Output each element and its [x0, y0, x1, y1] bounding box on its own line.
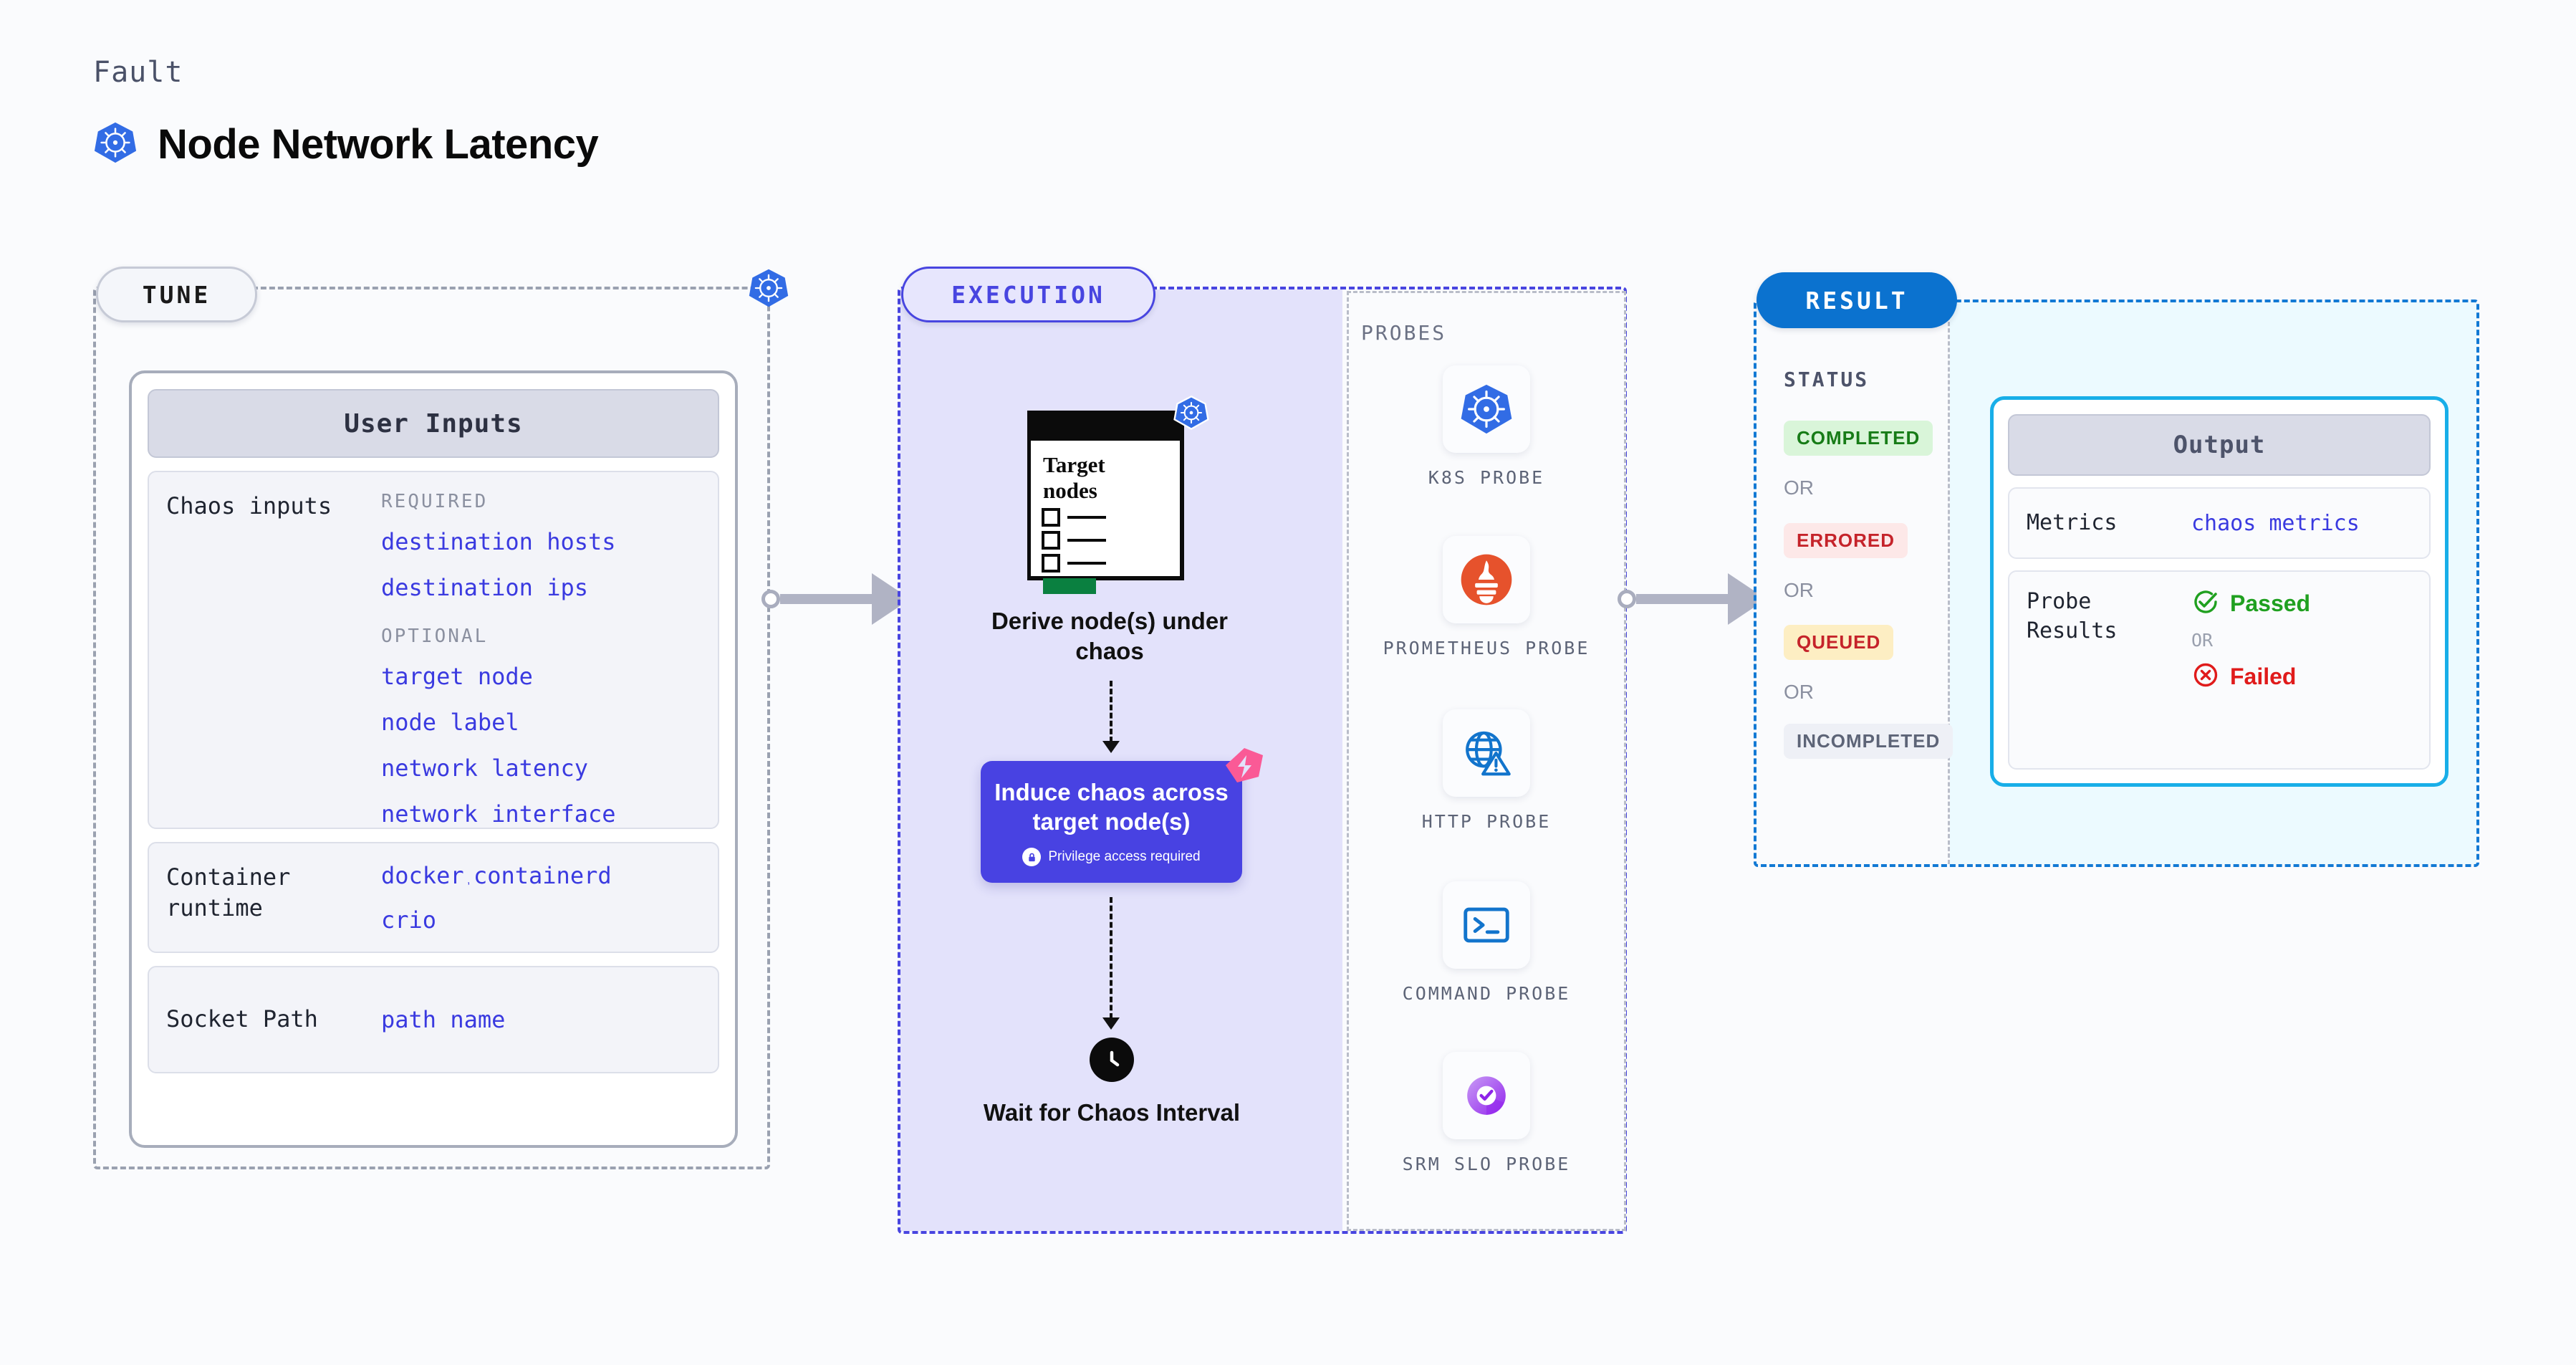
probe-result-failed: Failed [2191, 661, 2310, 693]
result-status-column [1756, 302, 1950, 864]
status-badge-queued: QUEUED [1784, 625, 1894, 660]
input-network-latency[interactable]: network latency [381, 755, 588, 782]
kubernetes-icon [1173, 395, 1209, 434]
clock-icon [1090, 1038, 1134, 1082]
lock-icon [1022, 848, 1042, 867]
probe-result-or: OR [2191, 630, 2214, 651]
prometheus-icon [1443, 536, 1530, 623]
input-node-label[interactable]: node label [381, 709, 519, 736]
privilege-text: Privilege access required [1048, 849, 1201, 865]
status-title: STATUS [1784, 368, 1870, 391]
x-circle-icon [2191, 661, 2220, 693]
check-circle-icon [2191, 588, 2220, 620]
derive-nodes-label: Derive node(s) under chaos [991, 608, 1229, 665]
probe-label: SRM SLO PROBE [1402, 1154, 1571, 1174]
connector-start-dot [1618, 590, 1636, 608]
probe-results-values: Passed OR Failed [2191, 588, 2310, 752]
induce-chaos-label: Induce chaos across target node(s) [994, 778, 1229, 835]
metrics-label: Metrics [2027, 509, 2118, 535]
failed-label: Failed [2230, 664, 2297, 689]
tune-region [93, 287, 770, 1169]
flow-arrowhead-2 [1102, 1017, 1120, 1030]
input-target-node[interactable]: target node [381, 663, 533, 690]
status-badge-incompleted: INCOMPLETED [1784, 724, 1953, 759]
probe-results-label: Probe Results [2027, 589, 2118, 643]
probe-srm-slo[interactable]: SRM SLO PROBE [1368, 1052, 1605, 1177]
probe-result-passed: Passed [2191, 588, 2310, 620]
socket-path-row: Socket Path path name [148, 966, 719, 1073]
socket-path-values: path name [381, 1006, 701, 1033]
fault-eyebrow-label: Fault [93, 56, 183, 89]
status-badge-errored: ERRORED [1784, 523, 1908, 558]
probe-prometheus[interactable]: PROMETHEUS PROBE [1368, 536, 1605, 661]
page-title: Node Network Latency [158, 121, 599, 168]
container-runtime-values: docker , containerd crio [381, 862, 701, 934]
user-inputs-card: User Inputs Chaos inputs REQUIRED destin… [129, 370, 738, 1148]
kubernetes-icon [1443, 365, 1530, 453]
induce-chaos-node[interactable]: Induce chaos across target node(s) Privi… [981, 761, 1242, 883]
container-runtime-label: Container runtime [166, 863, 291, 922]
status-or-2: OR [1784, 579, 1814, 601]
metrics-row: Metrics chaos metrics [2008, 487, 2431, 559]
container-runtime-row: Container runtime docker , containerd cr… [148, 842, 719, 953]
metrics-value[interactable]: chaos metrics [2191, 510, 2360, 536]
runtime-containerd[interactable]: containerd [473, 862, 612, 889]
output-header: Output [2008, 414, 2431, 476]
required-group-title: REQUIRED [381, 491, 489, 512]
runtime-docker[interactable]: docker [381, 862, 464, 889]
svg-text:nodes: nodes [1043, 478, 1097, 503]
result-chip[interactable]: RESULT [1756, 272, 1957, 328]
runtime-crio[interactable]: crio [381, 906, 437, 934]
tune-chip[interactable]: TUNE [96, 267, 257, 322]
status-badge-completed: COMPLETED [1784, 421, 1933, 456]
input-network-interface[interactable]: network interface [381, 800, 616, 828]
chaos-inputs-label: Chaos inputs [166, 492, 332, 519]
probes-title: PROBES [1361, 321, 1447, 345]
optional-group-title: OPTIONAL [381, 626, 489, 647]
chaos-bolt-icon [1223, 745, 1266, 792]
connector-start-dot [761, 590, 780, 608]
srm-slo-icon [1443, 1052, 1530, 1139]
fault-title-row: Node Network Latency [93, 120, 599, 168]
probe-label: HTTP PROBE [1421, 811, 1552, 832]
input-destination-ips[interactable]: destination ips [381, 574, 588, 601]
svg-text:Target: Target [1043, 452, 1105, 477]
probe-label: PROMETHEUS PROBE [1383, 638, 1590, 658]
probe-label: COMMAND PROBE [1402, 983, 1571, 1004]
wait-chaos-interval-label: Wait for Chaos Interval [983, 1099, 1241, 1126]
execution-chip[interactable]: EXECUTION [901, 267, 1155, 322]
probe-http[interactable]: HTTP PROBE [1368, 709, 1605, 834]
flow-connector-2 [1110, 897, 1112, 1019]
result-region [1754, 300, 2479, 867]
status-or-3: OR [1784, 681, 1814, 703]
terminal-icon [1443, 881, 1530, 969]
input-destination-hosts[interactable]: destination hosts [381, 528, 616, 555]
output-card: Output Metrics chaos metrics Probe Resul… [1990, 396, 2448, 787]
passed-label: Passed [2230, 590, 2311, 616]
http-globe-warning-icon [1443, 709, 1530, 797]
user-inputs-header: User Inputs [148, 389, 719, 458]
probe-label: K8S PROBE [1428, 467, 1545, 488]
kubernetes-icon [93, 120, 138, 168]
flow-arrowhead-1 [1102, 741, 1120, 753]
socket-path-value[interactable]: path name [381, 1006, 506, 1033]
target-nodes-document: Target nodes [1027, 396, 1209, 594]
kubernetes-icon [748, 267, 789, 312]
probe-command[interactable]: COMMAND PROBE [1368, 881, 1605, 1006]
connector-line [780, 594, 872, 604]
status-or-1: OR [1784, 476, 1814, 499]
probe-results-row: Probe Results Passed OR [2008, 570, 2431, 770]
connector-line [1636, 594, 1728, 604]
probe-k8s[interactable]: K8S PROBE [1368, 365, 1605, 490]
chaos-inputs-values: REQUIRED destination hosts destination i… [381, 491, 701, 828]
socket-path-label: Socket Path [166, 1005, 318, 1033]
flow-connector-1 [1110, 681, 1112, 742]
privilege-badge: Privilege access required [1022, 848, 1201, 867]
runtime-separator: , [467, 874, 471, 886]
chaos-inputs-row: Chaos inputs REQUIRED destination hosts … [148, 471, 719, 829]
